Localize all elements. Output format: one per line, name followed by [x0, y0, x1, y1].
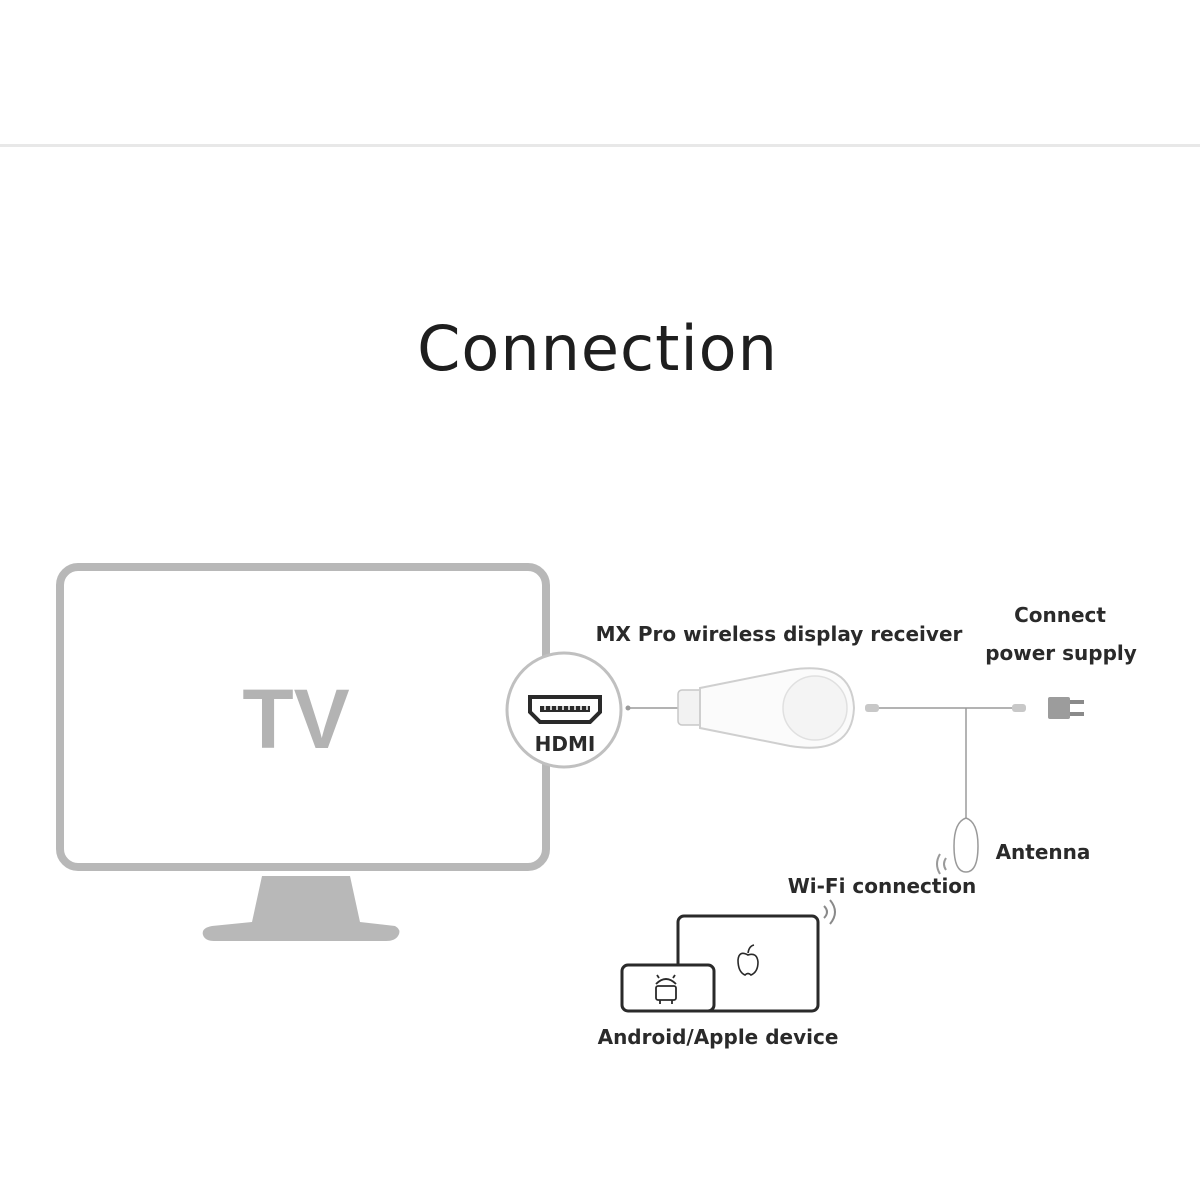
device-label: Android/Apple device — [598, 1025, 839, 1049]
receiver-label: MX Pro wireless display receiver — [596, 622, 963, 646]
antenna-label: Antenna — [996, 840, 1091, 864]
android-icon — [655, 974, 677, 1004]
hdmi-port: HDMI — [505, 651, 623, 769]
wifi-signal-icon — [823, 899, 836, 925]
top-divider — [0, 144, 1200, 147]
hdmi-label: HDMI — [535, 732, 596, 756]
hdmi-cable — [625, 705, 680, 711]
apple-icon — [737, 944, 759, 976]
power-label-line2: power supply — [985, 641, 1137, 665]
antenna-icon — [936, 817, 979, 875]
page-title: Connection — [417, 312, 778, 385]
wifi-label: Wi-Fi connection — [788, 874, 977, 898]
tv-stand — [202, 876, 400, 941]
power-label-line1: Connect — [1014, 603, 1106, 627]
phone-device — [620, 963, 716, 1013]
power-cable — [865, 704, 1026, 818]
tv-label: TV — [242, 672, 349, 766]
tv: TV — [56, 563, 550, 941]
power-plug-icon — [1048, 697, 1084, 719]
devices — [620, 914, 820, 1013]
hdmi-port-icon — [528, 695, 602, 724]
wireless-receiver — [677, 667, 856, 749]
